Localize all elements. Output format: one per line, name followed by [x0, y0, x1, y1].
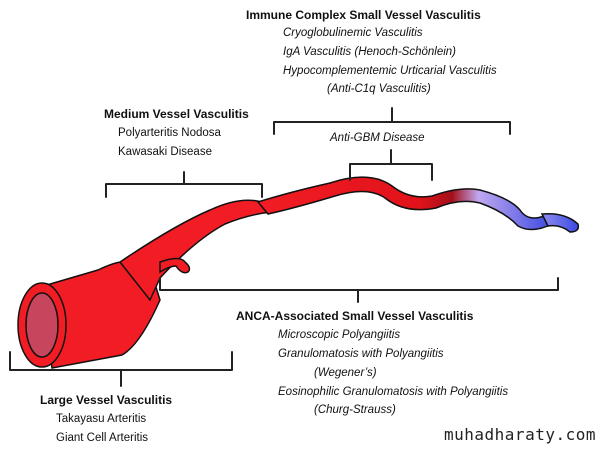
capillary-tail [540, 212, 580, 233]
anca-item: Eosinophilic Granulomatosis with Polyang… [278, 386, 509, 398]
small-vessel-arch [256, 176, 554, 231]
immune-complex-item: (Anti-C1q Vasculitis) [327, 83, 431, 95]
artery-body [39, 250, 161, 369]
bracket-anti-gbm [349, 149, 433, 181]
bracket-anca [159, 277, 559, 303]
bracket-medium-vessel [105, 171, 263, 198]
large-vessel-item: Takayasu Arteritis [56, 413, 147, 425]
medium-artery-trunk [118, 199, 274, 302]
immune-complex-item: Hypocomplementemic Urticarial Vasculitis [283, 65, 497, 77]
medium-vessel-item: Polyarteritis Nodosa [118, 127, 221, 139]
anca-item: (Churg-Strauss) [314, 404, 396, 416]
medium-arteries [118, 199, 274, 302]
anca-item: Granulomatosis with Polyangiitis [278, 348, 444, 360]
large-artery [17, 250, 161, 369]
immune-complex-title: Immune Complex Small Vessel Vasculitis [246, 8, 481, 22]
anca-item: Microscopic Polyangiitis [278, 329, 401, 341]
immune-complex-item: IgA Vasculitis (Henoch-Schönlein) [283, 46, 457, 58]
anti-gbm-label: Anti-GBM Disease [330, 132, 425, 144]
bracket-large-vessel [9, 351, 233, 387]
medium-artery-branch-down [159, 257, 191, 274]
large-vessel-title: Large Vessel Vasculitis [40, 393, 173, 407]
medium-vessel-item: Kawasaki Disease [118, 146, 212, 158]
small-vessels [256, 176, 580, 233]
medium-vessel-title: Medium Vessel Vasculitis [104, 107, 249, 121]
large-vessel-item: Giant Cell Arteritis [56, 432, 149, 444]
anca-item: (Wegener’s) [314, 367, 377, 379]
watermark-text: muhadharaty.com [444, 425, 596, 444]
anca-title: ANCA-Associated Small Vessel Vasculitis [236, 309, 474, 323]
artery-lumen [25, 292, 59, 358]
immune-complex-item: Cryoglobulinemic Vasculitis [283, 27, 423, 39]
bracket-immune-complex [273, 107, 511, 135]
